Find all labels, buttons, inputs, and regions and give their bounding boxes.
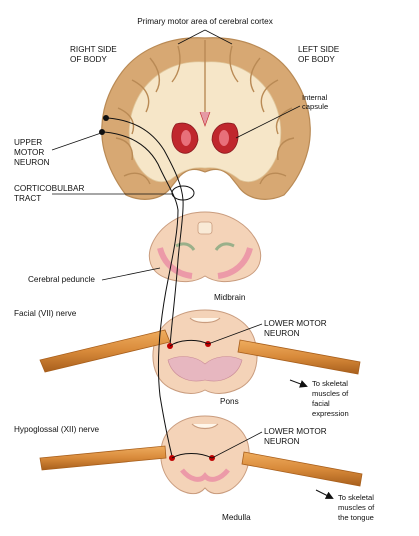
putamen-left [181, 130, 191, 146]
label-internal-capsule-2: capsule [302, 102, 328, 111]
label-corticobulbar-1: CORTICOBULBAR [14, 184, 84, 193]
label-corticobulbar-2: TRACT [14, 194, 41, 203]
label-skeletal-facial-1: To skeletal [312, 379, 348, 388]
upper-neuron-cell-2 [99, 129, 105, 135]
putamen-right [219, 130, 229, 146]
pons-section [152, 309, 258, 394]
label-skeletal-facial-3: facial [312, 399, 330, 408]
label-lower-motor-1a: LOWER MOTOR [264, 319, 327, 328]
arrow-right-icon [315, 489, 334, 499]
pontine-fibers [167, 356, 243, 382]
label-right-side-2: OF BODY [70, 55, 107, 64]
medulla-section [160, 415, 250, 495]
label-cerebral-peduncle: Cerebral peduncle [28, 275, 95, 284]
label-lower-motor-1b: NEURON [264, 329, 300, 338]
substantia-left [175, 242, 196, 251]
label-skeletal-tongue-1: To skeletal [338, 493, 374, 502]
label-hypoglossal-nerve: Hypoglossal (XII) nerve [14, 425, 100, 434]
label-lower-motor-2a: LOWER MOTOR [264, 427, 327, 436]
fourth-ventricle [189, 317, 221, 324]
medulla-crossing [171, 453, 213, 459]
label-internal-capsule-1: Internal [302, 93, 328, 102]
peduncle-left [157, 247, 193, 279]
gyri-folds [115, 40, 295, 185]
arrow-right-icon [289, 379, 308, 388]
label-right-side-1: RIGHT SIDE [70, 45, 117, 54]
pons-crossing [169, 339, 209, 347]
label-upper-motor-3: NEURON [14, 158, 50, 167]
label-pons: Pons [220, 397, 239, 406]
aqueduct [197, 221, 213, 235]
label-skeletal-tongue-3: the tongue [338, 513, 374, 522]
label-upper-motor-2: MOTOR [14, 148, 44, 157]
label-left-side-1: LEFT SIDE [298, 45, 340, 54]
ventricle [199, 111, 211, 127]
cerebrum-section [101, 37, 311, 200]
label-left-side-2: OF BODY [298, 55, 335, 64]
label-upper-motor-1: UPPER [14, 138, 42, 147]
hypoglossal-nerve-shape [39, 445, 363, 487]
pyramids [180, 468, 230, 482]
label-primary-motor-area: Primary motor area of cerebral cortex [137, 17, 273, 26]
upper-neuron-cell-1 [103, 115, 109, 121]
label-skeletal-tongue-2: muscles of [338, 503, 375, 512]
label-facial-nerve: Facial (VII) nerve [14, 309, 77, 318]
label-skeletal-facial-4: expression [312, 409, 349, 418]
leader-lines [51, 29, 301, 459]
label-medulla: Medulla [222, 513, 251, 522]
label-skeletal-facial-2: muscles of [312, 389, 349, 398]
corticobulbar-tract-marker [171, 185, 195, 201]
midbrain-section [148, 211, 262, 283]
peduncle-right [217, 247, 253, 279]
label-lower-motor-2b: NEURON [264, 437, 300, 446]
label-midbrain: Midbrain [214, 293, 246, 302]
medulla-ventricle [191, 423, 219, 430]
substantia-right [214, 242, 235, 251]
